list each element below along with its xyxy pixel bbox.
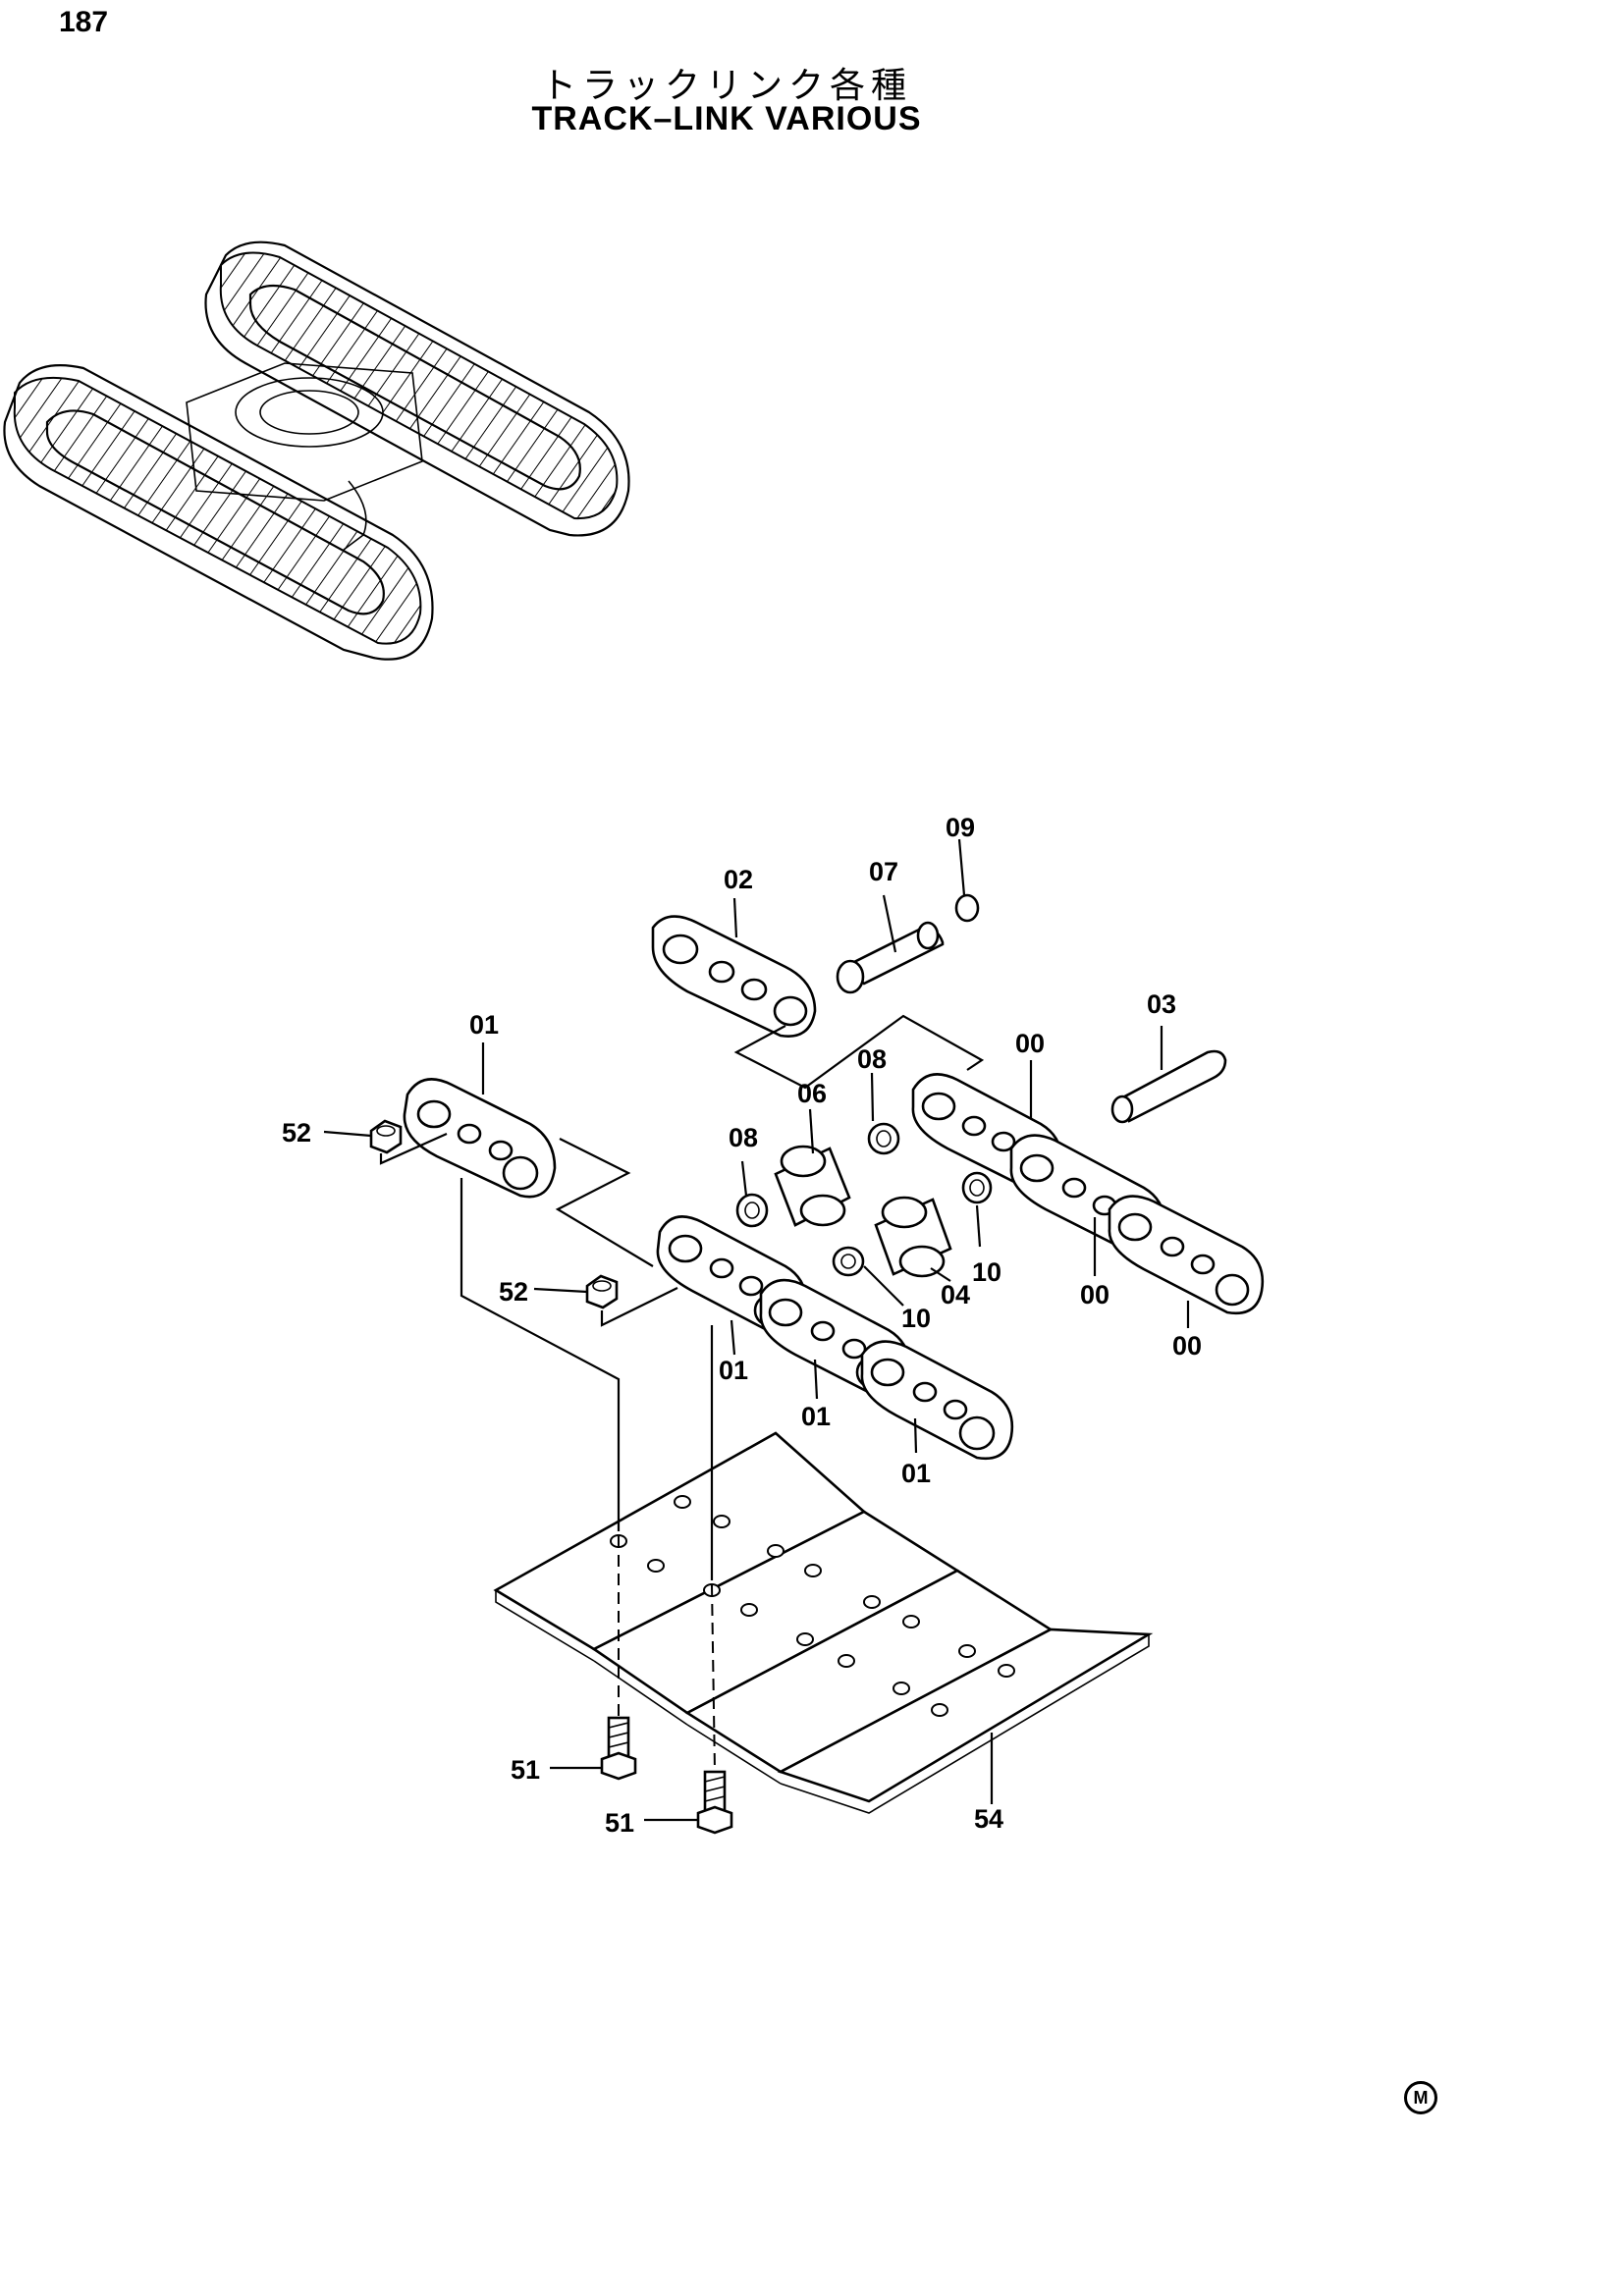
callout-00-top: 00 xyxy=(1015,1029,1045,1058)
seal-part-10-right xyxy=(961,1171,993,1204)
callout-52-left: 52 xyxy=(282,1118,311,1148)
callout-01-top: 01 xyxy=(469,1010,499,1040)
callout-01-b: 01 xyxy=(801,1402,831,1431)
seal-part-08-lower xyxy=(735,1193,769,1228)
callout-51-left: 51 xyxy=(511,1755,540,1785)
track-shoe-part-54 xyxy=(493,1431,1154,1814)
manufacturer-mark-icon: M xyxy=(1404,2081,1437,2114)
assembly-lines xyxy=(323,838,1190,1822)
seal-part-10-left xyxy=(832,1246,865,1277)
callout-10-right: 10 xyxy=(972,1257,1001,1287)
link-part-01-left xyxy=(403,1078,557,1199)
title-japanese: トラックリンク各種 xyxy=(540,66,912,106)
callout-08-lower: 08 xyxy=(729,1123,758,1152)
pin-part-03 xyxy=(1110,1049,1227,1124)
crawler-undercarriage-illustration xyxy=(3,240,630,661)
title-english: TRACK–LINK VARIOUS xyxy=(531,100,922,137)
link-chain-part-00 xyxy=(911,1073,1265,1315)
seal-part-08-upper xyxy=(867,1122,900,1155)
callout-09: 09 xyxy=(946,813,975,842)
callout-02: 02 xyxy=(724,865,753,894)
nut-part-52-center xyxy=(585,1274,619,1309)
bushing-part-04 xyxy=(874,1196,952,1278)
callout-labels: 09 02 07 03 01 00 08 06 52 08 10 04 10 0… xyxy=(282,813,1202,1838)
callout-01-a: 01 xyxy=(719,1356,748,1385)
rear-track xyxy=(204,240,630,537)
bolt-part-51-right xyxy=(696,1770,733,1835)
snap-ring-part-09 xyxy=(954,893,980,923)
master-pin-part-07 xyxy=(836,921,945,994)
callout-54: 54 xyxy=(974,1804,1003,1834)
callout-01-c: 01 xyxy=(901,1459,931,1488)
callout-06: 06 xyxy=(797,1079,827,1108)
callout-52-center: 52 xyxy=(499,1277,528,1307)
front-track xyxy=(3,364,434,661)
link-part-02 xyxy=(651,915,817,1039)
link-chain-part-01 xyxy=(656,1215,1014,1461)
page-number: 187 xyxy=(59,6,109,38)
callout-08-upper: 08 xyxy=(857,1044,887,1074)
callout-10-left: 10 xyxy=(901,1304,931,1333)
callout-07: 07 xyxy=(869,857,898,886)
callout-00-middle: 00 xyxy=(1080,1280,1109,1309)
callout-03: 03 xyxy=(1147,989,1176,1019)
bushing-part-06 xyxy=(774,1145,851,1227)
bolt-part-51-left xyxy=(600,1716,637,1781)
callout-51-right: 51 xyxy=(605,1808,634,1838)
nut-part-52-left xyxy=(369,1119,403,1154)
callout-04: 04 xyxy=(941,1280,970,1309)
callout-00-bottom: 00 xyxy=(1172,1331,1202,1361)
